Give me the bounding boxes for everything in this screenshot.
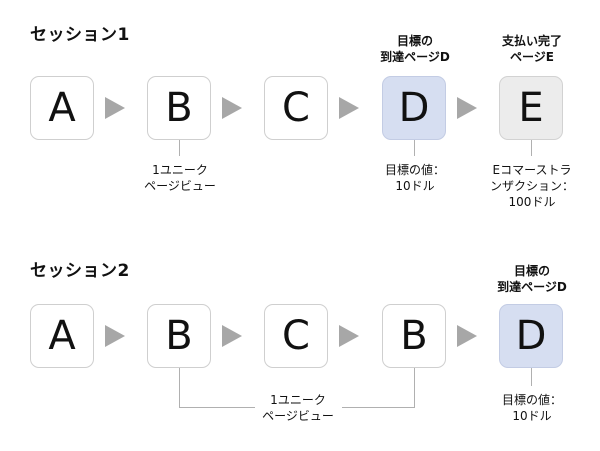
session2-page-a: A bbox=[30, 304, 94, 368]
goal-label-line1: 目標の bbox=[396, 34, 434, 48]
bracket-line bbox=[179, 407, 255, 408]
goal-label-line1: 目標の bbox=[513, 264, 551, 278]
goal-label-line2: 到達ページD bbox=[380, 50, 450, 64]
goal-label-line2: 到達ページD bbox=[497, 280, 567, 294]
session1-page-e-ecommerce: E bbox=[499, 76, 563, 140]
arrow-right-icon bbox=[105, 325, 125, 347]
session1-page-c: C bbox=[264, 76, 328, 140]
b-note-line1: 1ユニーク bbox=[152, 163, 208, 177]
ecom-label-line2: ページE bbox=[510, 50, 554, 64]
session2-page-b-repeat: B bbox=[382, 304, 446, 368]
d-note-line1: 目標の値： bbox=[384, 163, 446, 177]
session1-page-b: B bbox=[147, 76, 211, 140]
arrow-right-icon bbox=[457, 97, 477, 119]
b-note-line1: 1ユニーク bbox=[270, 393, 326, 407]
session2-page-d-goal: D bbox=[499, 304, 563, 368]
bracket-line bbox=[342, 407, 415, 408]
session1-e-note: Eコマーストラ ンザクション： 100ドル bbox=[490, 162, 574, 210]
e-note-line3: 100ドル bbox=[508, 195, 556, 209]
bracket-line bbox=[414, 368, 415, 408]
session2-title: セッション2 bbox=[30, 261, 130, 281]
d-note-line1: 目標の値： bbox=[501, 393, 563, 407]
b-note-line2: ページビュー bbox=[262, 409, 334, 423]
connector-line bbox=[414, 140, 415, 156]
arrow-right-icon bbox=[222, 97, 242, 119]
arrow-right-icon bbox=[457, 325, 477, 347]
connector-line bbox=[531, 368, 532, 386]
ecom-label-line1: 支払い完了 bbox=[501, 34, 563, 48]
session1-d-note: 目標の値： 10ドル bbox=[385, 162, 445, 194]
arrow-right-icon bbox=[105, 97, 125, 119]
session1-page-a: A bbox=[30, 76, 94, 140]
session2-page-b: B bbox=[147, 304, 211, 368]
session1-title: セッション1 bbox=[30, 25, 130, 45]
e-note-line1: Eコマーストラ bbox=[492, 163, 572, 177]
e-note-line2: ンザクション： bbox=[489, 179, 575, 193]
session1-ecom-label: 支払い完了 ページE bbox=[502, 33, 562, 65]
arrow-right-icon bbox=[222, 325, 242, 347]
bracket-line bbox=[179, 368, 180, 408]
d-note-line2: 10ドル bbox=[395, 179, 435, 193]
session2-page-c: C bbox=[264, 304, 328, 368]
connector-line bbox=[531, 140, 532, 156]
d-note-line2: 10ドル bbox=[512, 409, 552, 423]
arrow-right-icon bbox=[339, 97, 359, 119]
session1-b-note: 1ユニーク ページビュー bbox=[144, 162, 216, 194]
session1-goal-label: 目標の 到達ページD bbox=[380, 33, 450, 65]
arrow-right-icon bbox=[339, 325, 359, 347]
session2-b-note: 1ユニーク ページビュー bbox=[262, 392, 334, 424]
session2-goal-label: 目標の 到達ページD bbox=[497, 263, 567, 295]
session2-d-note: 目標の値： 10ドル bbox=[502, 392, 562, 424]
session1-page-d-goal: D bbox=[382, 76, 446, 140]
b-note-line2: ページビュー bbox=[144, 179, 216, 193]
connector-line bbox=[179, 140, 180, 156]
